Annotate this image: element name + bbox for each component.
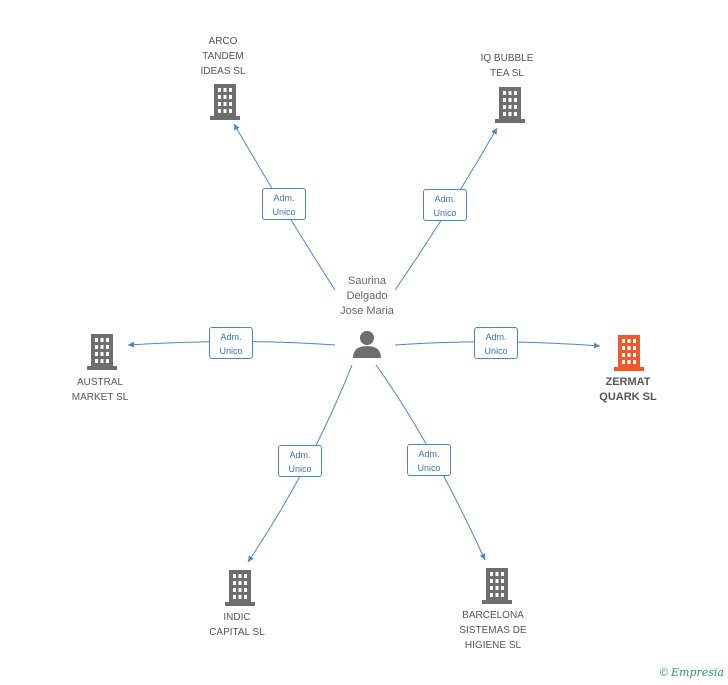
building-shape: [210, 84, 240, 120]
relation-box-arco[interactable]: Adm. Unico: [262, 188, 306, 220]
building-icon[interactable]: [87, 334, 117, 375]
company-label-arco[interactable]: ARCO TANDEM IDEAS SL: [200, 36, 246, 77]
company-label-indic[interactable]: INDIC CAPITAL SL: [209, 612, 265, 638]
relation-box-barcelona[interactable]: Adm. Unico: [407, 444, 451, 476]
person-name[interactable]: Saurina Delgado Jose Maria: [340, 275, 394, 317]
building-icon[interactable]: [495, 87, 525, 128]
building-icon[interactable]: [225, 570, 255, 611]
relation-box-zermat[interactable]: Adm. Unico: [474, 327, 518, 359]
relation-box-austral[interactable]: Adm. Unico: [209, 327, 253, 359]
relation-box-iqbubble[interactable]: Adm. Unico: [423, 189, 467, 221]
copyright-icon: ©: [659, 666, 668, 679]
footer-brand: © Empresia: [660, 666, 724, 679]
brand-logo[interactable]: Empresia: [671, 666, 724, 679]
person-icon[interactable]: [352, 330, 382, 363]
company-label-zermat[interactable]: ZERMAT QUARK SL: [599, 376, 657, 403]
building-icon[interactable]: [482, 568, 512, 609]
company-label-iqbubble[interactable]: IQ BUBBLE TEA SL: [480, 53, 534, 79]
company-label-austral[interactable]: AUSTRAL MARKET SL: [71, 377, 129, 403]
company-label-barcelona[interactable]: BARCELONA SISTEMAS DE HIGIENE SL: [459, 610, 527, 651]
building-icon[interactable]: [210, 84, 240, 125]
building-icon-highlighted[interactable]: [614, 335, 644, 376]
relation-box-indic[interactable]: Adm. Unico: [278, 445, 322, 477]
